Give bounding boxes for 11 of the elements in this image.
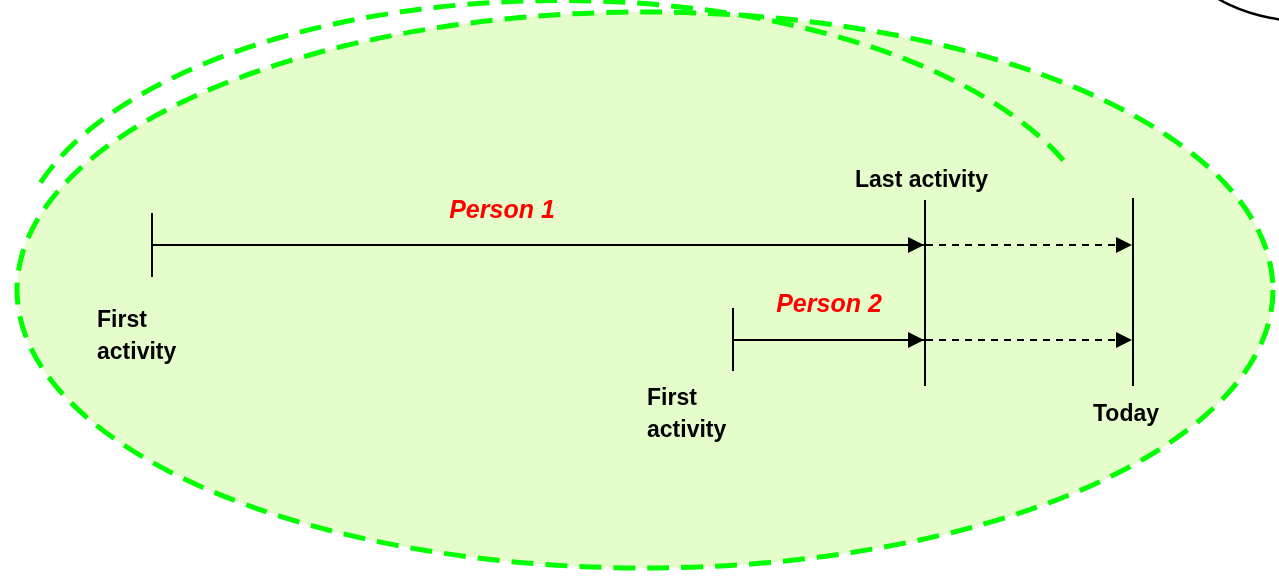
arrow [152,237,925,253]
arrow [733,332,925,348]
edge-label: Person 2 [776,289,882,318]
edge-label: Person 1 [449,195,555,224]
time-marker-label: First activity [97,305,178,366]
arrow [925,237,1133,253]
time-marker-label: Today [1093,399,1161,428]
time-marker-label: Last activity [855,165,989,194]
time-marker-label: First activity [647,383,728,444]
arrow [925,332,1133,348]
shaded-ellipse [12,7,1278,573]
